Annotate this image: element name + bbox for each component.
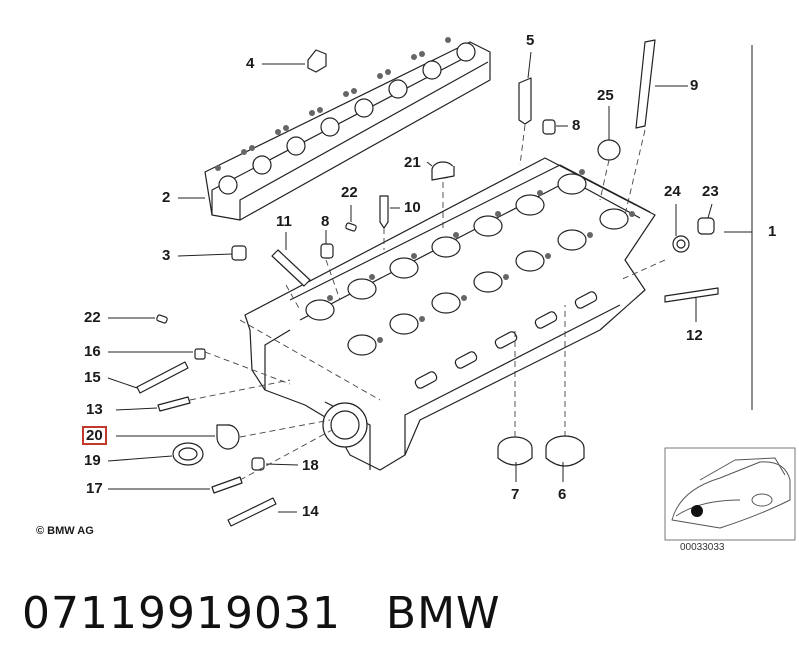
cylinder-head-exploded-diagram [107, 37, 796, 541]
callout-14: 14 [302, 503, 319, 520]
part-20-cup [216, 424, 240, 450]
callout-10: 10 [404, 199, 421, 216]
part-23-plug [697, 217, 715, 235]
callout-4: 4 [246, 55, 255, 72]
callout-23: 23 [702, 183, 719, 200]
inset-diagram-id: 00033033 [680, 542, 725, 553]
callout-2: 2 [162, 189, 171, 206]
callout-9: 9 [690, 77, 699, 94]
part-7-seal [497, 436, 533, 466]
cylinder-head-body [244, 157, 656, 471]
part-24-ring [672, 235, 690, 253]
car-location-inset [664, 447, 796, 541]
copyright-notice: © BMW AG [36, 525, 94, 537]
callout-22-top: 22 [341, 184, 358, 201]
callout-20-highlighted: 20 [82, 426, 107, 445]
callout-5: 5 [526, 32, 535, 49]
callout-13: 13 [86, 401, 103, 418]
bearing-cap-strip [204, 37, 491, 221]
part-number: 07119919031 [22, 588, 341, 639]
part-caption: 07119919031 BMW [22, 588, 501, 640]
part-5-pin [518, 77, 532, 125]
callout-18: 18 [302, 457, 319, 474]
callout-11: 11 [276, 213, 292, 230]
part-25-plug [597, 139, 621, 161]
part-14-stud [227, 497, 277, 527]
callout-7: 7 [511, 486, 520, 503]
part-11-stud [271, 249, 311, 287]
callout-12: 12 [686, 327, 703, 344]
part-12-stud [664, 287, 719, 303]
callout-25: 25 [597, 87, 614, 104]
callout-8-top: 8 [572, 117, 581, 134]
part-21-cap [431, 161, 455, 181]
part-22-pin [156, 314, 168, 324]
part-22-pin-top [345, 222, 357, 232]
callout-6: 6 [558, 486, 567, 503]
part-15-stud [136, 361, 189, 394]
part-3-sleeve [231, 245, 247, 261]
callout-8: 8 [321, 213, 330, 230]
callout-19: 19 [84, 452, 101, 469]
callout-1: 1 [768, 223, 777, 240]
part-9-stud [635, 39, 656, 129]
part-8-sleeve [320, 243, 334, 259]
callout-3: 3 [162, 247, 171, 264]
part-19-seal [172, 442, 204, 466]
callout-22: 22 [84, 309, 101, 326]
callout-21: 21 [404, 154, 421, 171]
part-8-sleeve-top [542, 119, 556, 135]
part-17-stud [211, 476, 243, 494]
part-10-sensor [379, 195, 389, 229]
callout-16: 16 [84, 343, 101, 360]
callout-17: 17 [86, 480, 103, 497]
brand-name: BMW [385, 588, 501, 639]
part-6-seal [545, 435, 585, 467]
part-16-sleeve [194, 348, 206, 360]
part-13-stud [157, 396, 191, 412]
part-4-nut [307, 49, 327, 73]
callout-15: 15 [84, 369, 101, 386]
callout-24: 24 [664, 183, 681, 200]
